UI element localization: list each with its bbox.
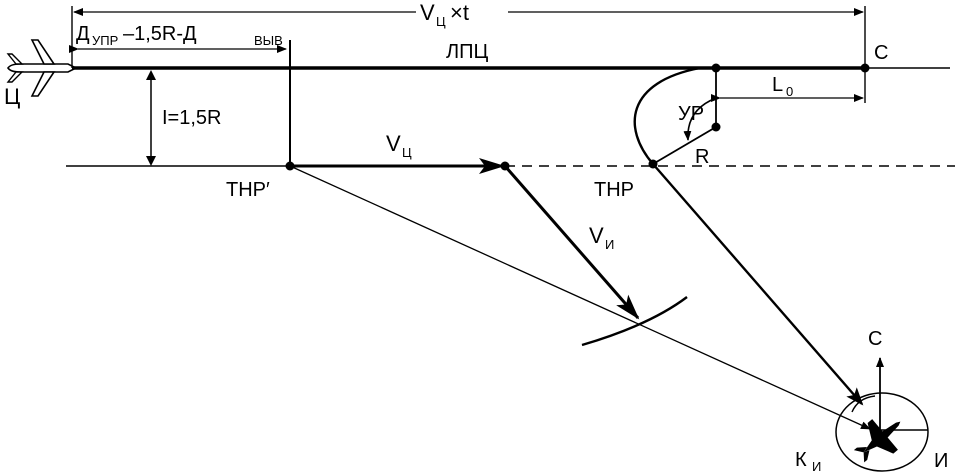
vi-vector <box>503 165 640 320</box>
svg-text:L: L <box>772 74 783 96</box>
svg-text:ВЫВ: ВЫВ <box>254 33 283 48</box>
fighter-circle <box>835 392 929 472</box>
svg-text:И: И <box>605 237 614 252</box>
c-top-label: С <box>874 42 888 64</box>
thr-label: ТНР <box>594 179 634 201</box>
vc-t-label: V Ц ×t <box>420 0 469 29</box>
r-label: R <box>695 146 709 168</box>
ur-label: УР <box>678 103 704 125</box>
c-compass-label: С <box>868 328 882 350</box>
radius-line <box>652 126 717 165</box>
svg-text:–1,5R-Д: –1,5R-Д <box>123 23 197 45</box>
i-fighter-label: И <box>934 450 948 472</box>
svg-text:Д: Д <box>76 23 90 45</box>
svg-text:×t: ×t <box>450 0 469 25</box>
svg-text:0: 0 <box>786 84 793 99</box>
lpc-label: ЛПЦ <box>446 41 489 63</box>
svg-text:Ц: Ц <box>402 145 412 160</box>
point-c <box>860 63 870 73</box>
l0-label: L 0 <box>772 74 793 99</box>
ki-label: К И <box>795 449 821 474</box>
thr-prime-label: ТНР′ <box>226 179 270 201</box>
c-left-label: Ц <box>4 84 20 109</box>
svg-text:УПР: УПР <box>92 33 118 48</box>
svg-text:Ц: Ц <box>436 14 446 29</box>
range-arc <box>581 296 688 347</box>
fighter-aircraft-icon <box>853 419 901 463</box>
svg-text:V: V <box>589 223 604 248</box>
svg-text:V: V <box>386 131 401 156</box>
svg-text:И: И <box>812 459 821 474</box>
vc-label: V Ц <box>386 131 412 160</box>
intercept-line <box>289 165 871 430</box>
dupr-formula-label: Д УПР –1,5R-Д ВЫВ <box>76 23 283 48</box>
svg-text:V: V <box>420 0 435 25</box>
i-formula-label: I=1,5R <box>162 107 221 129</box>
fighter-track-line <box>652 163 864 406</box>
ur-angle-arc <box>683 97 717 141</box>
turn-arc <box>633 66 701 165</box>
svg-text:К: К <box>795 449 807 471</box>
vi-label: V И <box>589 223 614 252</box>
heading-arc <box>851 395 876 413</box>
